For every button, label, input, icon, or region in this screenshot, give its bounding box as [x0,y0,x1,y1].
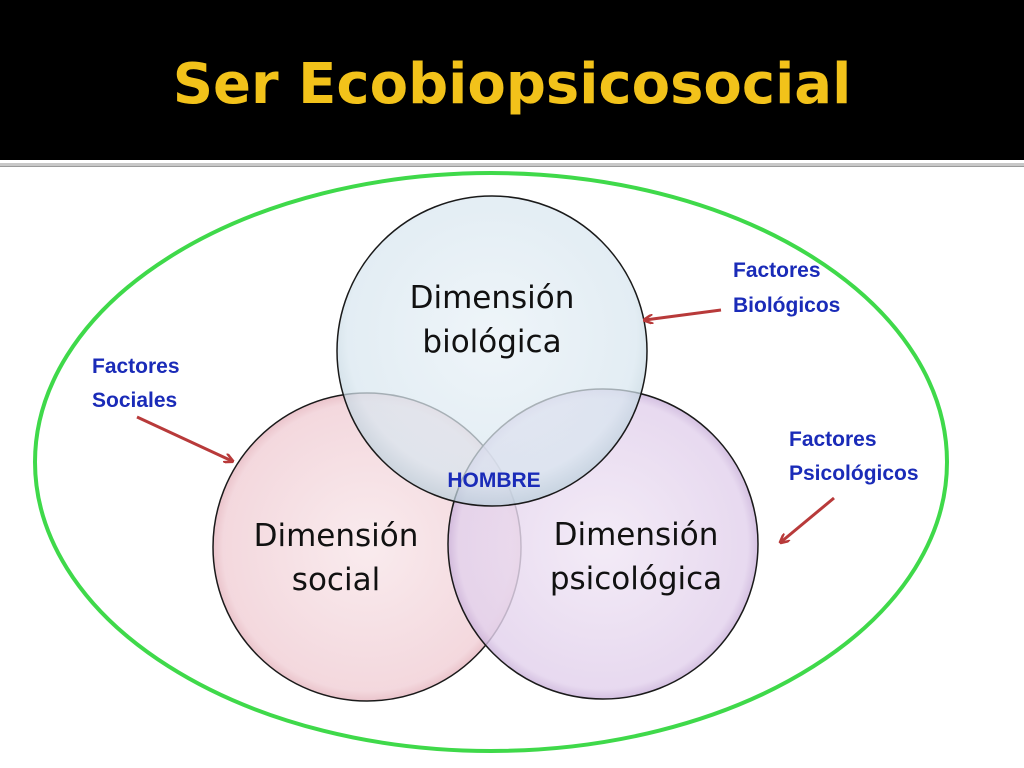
label-psicologica-line1: Dimensión [554,517,719,553]
arrow-factores-biologicos [645,308,722,320]
title-bar [0,0,1024,160]
label-biologica-line1: Dimensión [410,280,575,316]
divider-line-shadow [0,163,1024,166]
label-factores-psicologicos-line1: Factores [789,428,877,451]
label-social-line2: social [292,562,380,598]
label-factores-biologicos-line1: Factores [733,259,821,282]
circle-dimension-biologica [336,195,648,507]
divider-line [0,160,1024,163]
arrow-factores-psicologicos [781,496,835,542]
label-psicologica-line2: psicológica [550,561,722,597]
slide-title: Ser Ecobiopsicosocial [172,52,852,117]
divider-line-edge [0,166,1024,167]
label-factores-psicologicos-line2: Psicológicos [789,462,919,485]
label-factores-sociales-line2: Sociales [92,389,177,412]
label-factores-biologicos-line2: Biológicos [733,294,840,317]
label-factores-sociales-line1: Factores [92,355,180,378]
label-hombre: HOMBRE [447,469,540,492]
outer-ellipse [33,171,949,753]
arrow-factores-sociales [136,415,232,461]
label-biologica-line2: biológica [422,324,561,360]
label-social-line1: Dimensión [254,518,419,554]
